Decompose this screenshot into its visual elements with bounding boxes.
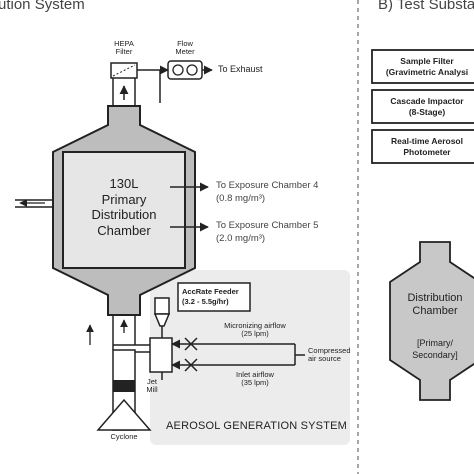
jet-mill-label: Jet Mill (146, 377, 158, 395)
sample-filter-box (371, 49, 474, 84)
flow-meter-label: Flow Meter (175, 39, 195, 57)
photometer-label: Real-time Aerosol Photometer (391, 136, 463, 158)
photometer-box (371, 129, 474, 164)
micronizing-label: Micronizing airflow (25 lpm) (224, 321, 286, 339)
cyclone-band (113, 380, 135, 392)
jet-mill-body (149, 337, 173, 373)
right-section-title: B) Test Substa (378, 0, 474, 13)
valve-inlet (184, 358, 198, 372)
aerosol-system-panel (150, 270, 350, 445)
distribution-chamber-sublabel: [Primary/ Secondary] (412, 338, 458, 360)
aerosol-system-title: AEROSOL GENERATION SYSTEM (166, 420, 348, 432)
valve-micronizing (184, 337, 198, 351)
cyclone-cone (96, 398, 152, 431)
feeder-label: AccRate Feeder (3.2 - 5.5g/hr) (182, 287, 239, 306)
compressed-air-label: Compressed air source (308, 346, 351, 364)
left-section-title: ution System (0, 0, 85, 13)
to-exhaust-label: To Exhaust (218, 64, 263, 74)
cascade-impactor-label: Cascade Impactor (8-Stage) (390, 96, 464, 118)
feeder-box (177, 282, 251, 312)
chamber-inner-panel (62, 151, 186, 269)
cascade-impactor-box (371, 89, 474, 124)
distribution-chamber-label: Distribution Chamber (407, 292, 463, 318)
chamber-label: 130L Primary Distribution Chamber (91, 176, 157, 238)
cyclone-label: Cyclone (110, 432, 138, 441)
hepa-filter-label: HEPA Filter (114, 39, 134, 57)
sample-filter-label: Sample Filter (Gravimetric Analysi (385, 56, 469, 78)
inlet-label: Inlet airflow (35 lpm) (236, 370, 274, 388)
distribution-chamber-shape (389, 241, 474, 401)
exposure5-label: To Exposure Chamber 5 (2.0 mg/m³) (216, 220, 319, 245)
feeder-hopper (154, 297, 170, 315)
exposure4-label: To Exposure Chamber 4 (0.8 mg/m³) (216, 180, 319, 205)
